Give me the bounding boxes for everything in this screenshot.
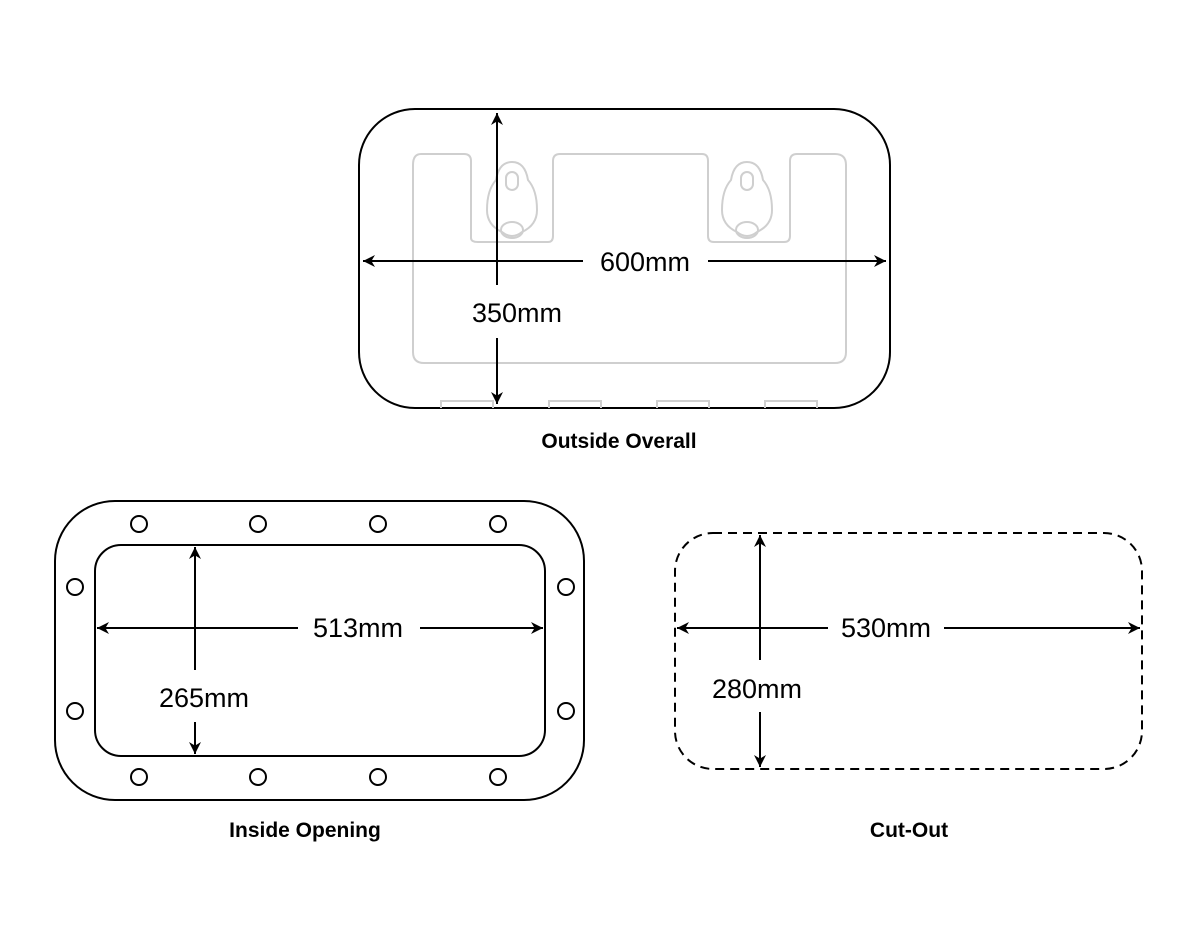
cut-out-outline	[674, 532, 1143, 770]
width-label: 600mm	[600, 247, 690, 277]
width-label: 530mm	[841, 613, 931, 643]
height-label: 280mm	[712, 674, 802, 704]
outside-overall-figure: 600mm 350mm Outside Overall	[358, 108, 891, 453]
width-label: 513mm	[313, 613, 403, 643]
keyhole-left-icon	[485, 160, 539, 239]
opening-outline	[94, 544, 546, 757]
caption: Inside Opening	[229, 819, 381, 842]
caption: Outside Overall	[541, 430, 696, 453]
inside-opening-figure: 513mm 265mm Inside Opening	[54, 500, 585, 842]
bottom-tabs	[440, 400, 818, 408]
hatch-body-outline	[412, 153, 847, 364]
flange-outline	[54, 500, 585, 801]
cut-out-figure: 530mm 280mm Cut-Out	[674, 532, 1143, 842]
screw-holes	[66, 515, 575, 786]
height-label: 350mm	[472, 298, 562, 328]
caption: Cut-Out	[870, 819, 948, 842]
outer-outline	[358, 108, 891, 409]
height-label: 265mm	[159, 683, 249, 713]
keyhole-right-icon	[720, 160, 774, 239]
